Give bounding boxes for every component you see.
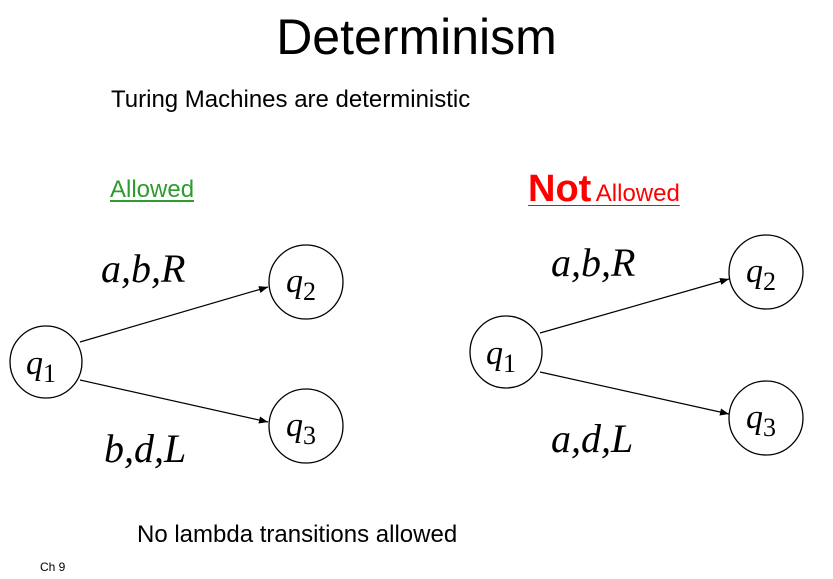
edge-q1-q2 — [79, 286, 269, 343]
not-allowed-heading: Not Allowed — [528, 168, 680, 211]
edge-q1-q3 — [539, 371, 730, 416]
subtitle: Turing Machines are deterministic — [111, 86, 471, 113]
edge-q1-q2 — [539, 278, 730, 334]
state-q3 — [728, 380, 804, 456]
allowed-diagram: q1 q2 q3 a,b,R b,d,L — [9, 244, 344, 471]
edge-label-q1-q2: a,b,R — [101, 246, 185, 291]
allowed-heading: Allowed — [110, 176, 195, 203]
chapter-label: Ch 9 — [40, 560, 66, 574]
state-q2-label: q2 — [746, 253, 776, 296]
edge-label-q1-q3: a,d,L — [551, 416, 633, 461]
state-q1-label: q1 — [26, 345, 56, 388]
state-q1 — [9, 325, 83, 399]
not-allowed-rest: Allowed — [595, 180, 680, 207]
state-q2-label: q2 — [286, 263, 316, 306]
not-word: Not — [528, 168, 592, 210]
state-q1 — [469, 315, 543, 389]
page-title: Determinism — [276, 9, 557, 65]
state-q3-label: q3 — [746, 399, 776, 442]
edge-q1-q3 — [79, 379, 269, 424]
state-q2 — [268, 244, 344, 320]
edge-label-q1-q3: b,d,L — [104, 426, 186, 471]
not-allowed-diagram: q1 q2 q3 a,b,R a,d,L — [469, 234, 804, 461]
edge-label-q1-q2: a,b,R — [551, 240, 635, 285]
footer-note: No lambda transitions allowed — [137, 521, 458, 548]
state-q3-label: q3 — [286, 407, 316, 450]
state-q2 — [728, 234, 804, 310]
state-q3 — [268, 388, 344, 464]
state-q1-label: q1 — [486, 335, 516, 378]
